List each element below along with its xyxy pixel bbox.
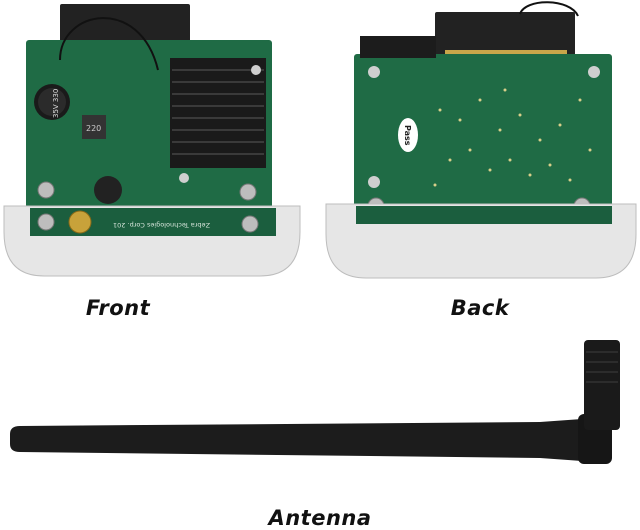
back-shield [360, 36, 436, 58]
front-metal-bracket [3, 205, 301, 277]
inductor [82, 115, 106, 139]
qc-sticker [398, 118, 418, 152]
small-capacitor [94, 176, 122, 204]
capacitor-label: 35V 330 [52, 89, 60, 118]
antenna-whip [10, 418, 596, 462]
antenna-caption: Antenna [268, 506, 372, 530]
coax-wire [59, 17, 159, 71]
solder-vias [433, 88, 592, 187]
screw-icon [368, 176, 380, 188]
coax-wire [519, 1, 579, 17]
back-board-photo: Pass [325, 1, 637, 279]
screw-icon [251, 65, 261, 75]
screw-icon [588, 66, 600, 78]
front-caption: Front [85, 296, 151, 320]
inductor-label: 220 [86, 124, 101, 133]
electrolytic-capacitor [34, 84, 70, 120]
screw-icon [368, 66, 380, 78]
back-pcb [354, 54, 612, 222]
screw-icon [239, 183, 257, 201]
qc-sticker-label: Pass [403, 125, 412, 146]
antenna-photo [10, 340, 620, 464]
silkscreen-text: Zebra Technologies Corp. 201 [113, 221, 210, 229]
antenna-grip-ridges [586, 351, 618, 383]
screw-icon [37, 181, 55, 199]
front-board-photo: 35V 330 220 Zebra Technologies Corp. 201 [3, 4, 301, 277]
antenna-stub [584, 340, 620, 430]
heatsink [170, 58, 266, 168]
screw-icon [179, 173, 189, 183]
back-caption: Back [450, 296, 510, 320]
